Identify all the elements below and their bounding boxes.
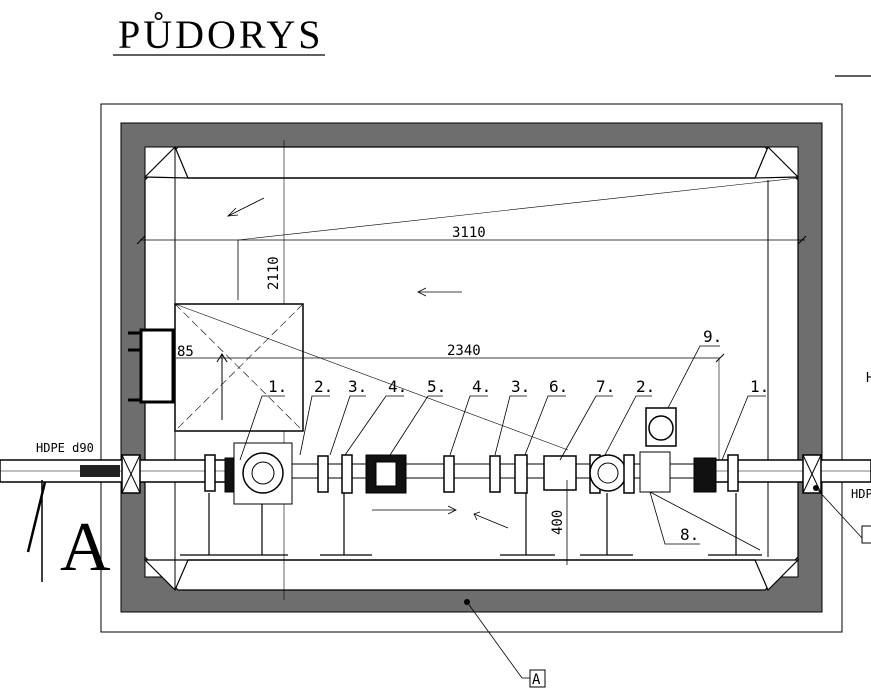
haunch-tl [143,145,189,179]
detail-box [529,669,546,688]
supports [180,493,762,556]
dim-label-2340: 2340 [447,343,481,359]
position-callouts: 1. 2. 3. 4. 5. 4. 3. 6. 7. 2. 9. 1. 8. [268,327,769,544]
section-mark: A [60,509,111,586]
fittings [204,407,739,505]
callout-8: 8. [680,525,699,544]
callout-1: 1. [268,377,287,396]
ladder-arrow-head [216,353,228,363]
dim-label-2110: 2110 [266,256,282,290]
callout-9: 9. [703,327,722,346]
dim-label-400: 400 [550,510,566,535]
drawing-title: PŮDORYS [118,12,324,57]
haunch-bl [143,559,189,592]
dim-label-3110: 3110 [452,225,486,241]
pipe-right-label: HDPE [851,487,871,501]
callout-6: 6. [549,377,568,396]
callout-7: 7. [596,377,615,396]
callout-5: 5. [427,377,446,396]
edge-mark: H [866,371,871,386]
ladder [139,328,175,404]
callout-2b: 2. [636,377,655,396]
detail-mark: A [532,672,541,688]
leader-lines [239,345,766,551]
callout-3: 3. [348,377,367,396]
right-detail-box [861,525,871,544]
callout-4b: 4. [472,377,491,396]
callout-4: 4. [388,377,407,396]
detail-leader [466,601,523,679]
manhole-cross [174,303,304,432]
callout-1b: 1. [750,377,769,396]
outer-boundary [100,103,843,633]
callout-2: 2. [314,377,333,396]
callout-3b: 3. [511,377,530,396]
diagonal-line [237,177,799,241]
haunch-br [754,559,800,592]
right-detail-leader [815,487,863,539]
flow-arrows [226,197,509,529]
dim-tick [715,353,725,363]
haunch-tr [754,145,800,179]
dim-tick [136,235,146,245]
dim-label-85: 85 [177,344,194,360]
pipe-left-label: HDPE d90 [36,441,94,455]
dim-tick [797,235,807,245]
